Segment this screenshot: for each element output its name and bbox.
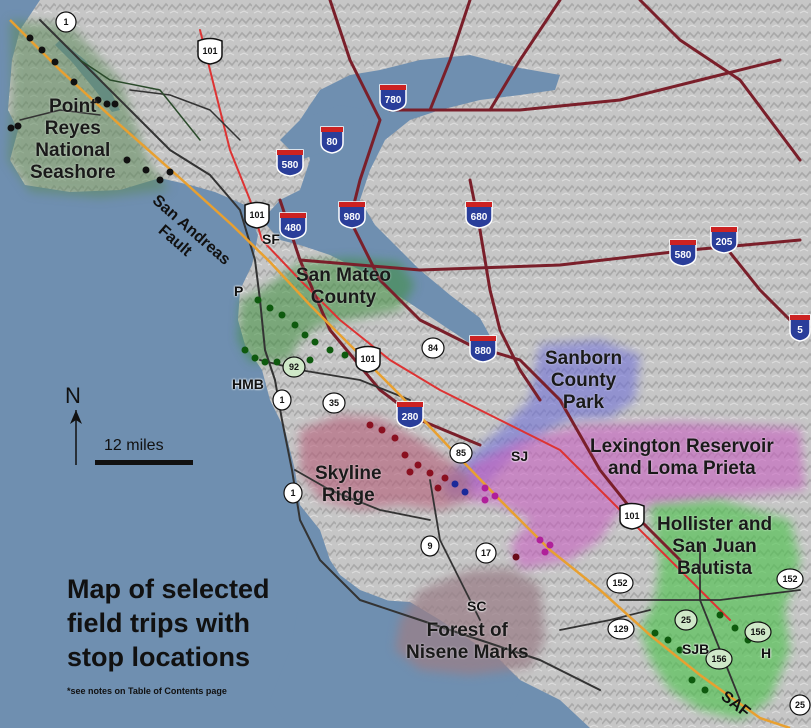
svg-text:780: 780 — [385, 95, 402, 106]
monterey-bay — [270, 560, 520, 728]
svg-text:680: 680 — [471, 212, 488, 223]
region-lexington — [465, 422, 805, 570]
city-hmb: HMB — [232, 376, 264, 392]
label-hollister: Hollister and San Juan Bautista — [657, 514, 773, 579]
north-arrow-head — [70, 410, 82, 424]
svg-text:480: 480 — [285, 223, 302, 234]
svg-text:152: 152 — [782, 574, 797, 584]
north-label: N — [65, 383, 81, 408]
svg-text:92: 92 — [289, 362, 299, 372]
svg-text:152: 152 — [612, 578, 627, 588]
svg-text:205: 205 — [716, 237, 733, 248]
svg-text:1: 1 — [63, 17, 68, 27]
land-mass — [8, 0, 811, 728]
map-title: Map of selected field trips with stop lo… — [67, 574, 270, 672]
stop-dots-nisene — [512, 553, 520, 561]
svg-text:156: 156 — [750, 627, 765, 637]
state-route-shields: 1 1 1 35 84 85 9 17 152 152 129 25 156 1… — [55, 11, 811, 716]
svg-text:35: 35 — [329, 398, 339, 408]
city-h: H — [761, 645, 772, 661]
city-sf: SF — [262, 231, 280, 247]
svg-text:580: 580 — [282, 160, 299, 171]
region-skyline — [300, 415, 470, 510]
label-sanborn: Sanborn County Park — [545, 348, 623, 413]
svg-text:980: 980 — [344, 212, 361, 223]
svg-text:17: 17 — [481, 548, 491, 558]
interstate-shields: 780 80 580 480 980 680 580 205 880 280 5 — [276, 84, 811, 429]
svg-text:84: 84 — [428, 343, 438, 353]
svg-text:1: 1 — [290, 488, 295, 498]
label-san-mateo: San Mateo County — [296, 265, 392, 308]
svg-text:101: 101 — [360, 354, 375, 364]
san-andreas-fault-line — [9, 19, 791, 728]
svg-text:9: 9 — [427, 541, 432, 551]
region-san-mateo — [238, 258, 415, 362]
city-sjb: SJB — [682, 641, 710, 657]
stop-dots-skyline — [366, 421, 449, 492]
city-sj: SJ — [511, 448, 529, 464]
svg-text:101: 101 — [624, 511, 639, 521]
label-nisene: Forest of Nisene Marks — [406, 620, 529, 663]
map-note: *see notes on Table of Contents page — [67, 686, 227, 696]
stop-dots-sanborn — [451, 480, 469, 496]
svg-text:1: 1 — [279, 395, 284, 405]
svg-text:101: 101 — [249, 210, 264, 220]
label-point-reyes: Point Reyes National Seashore — [30, 96, 116, 183]
region-point-reyes — [8, 20, 170, 198]
label-skyline: Skyline Ridge — [315, 463, 382, 506]
svg-text:5: 5 — [797, 325, 803, 336]
scale-bar — [95, 460, 193, 465]
svg-text:25: 25 — [681, 615, 691, 625]
city-p: P — [234, 283, 244, 299]
label-lexington: Lexington Reservoir and Loma Prieta — [590, 436, 774, 479]
scale-label: 12 miles — [104, 437, 164, 454]
svg-text:280: 280 — [402, 412, 419, 423]
city-sc: SC — [467, 598, 487, 614]
svg-text:85: 85 — [456, 448, 466, 458]
stop-dots-lexington — [481, 484, 554, 556]
svg-text:101: 101 — [202, 46, 217, 56]
stop-dots-point-reyes — [7, 34, 174, 184]
svg-text:80: 80 — [326, 137, 338, 148]
svg-text:129: 129 — [613, 624, 628, 634]
us-route-shields: 101 101 101 101 — [197, 37, 645, 530]
svg-text:156: 156 — [711, 654, 726, 664]
stop-dots-hollister — [651, 611, 752, 694]
stop-dots-san-mateo — [241, 296, 349, 366]
svg-text:25: 25 — [795, 700, 805, 710]
svg-text:880: 880 — [475, 346, 492, 357]
svg-text:580: 580 — [675, 250, 692, 261]
